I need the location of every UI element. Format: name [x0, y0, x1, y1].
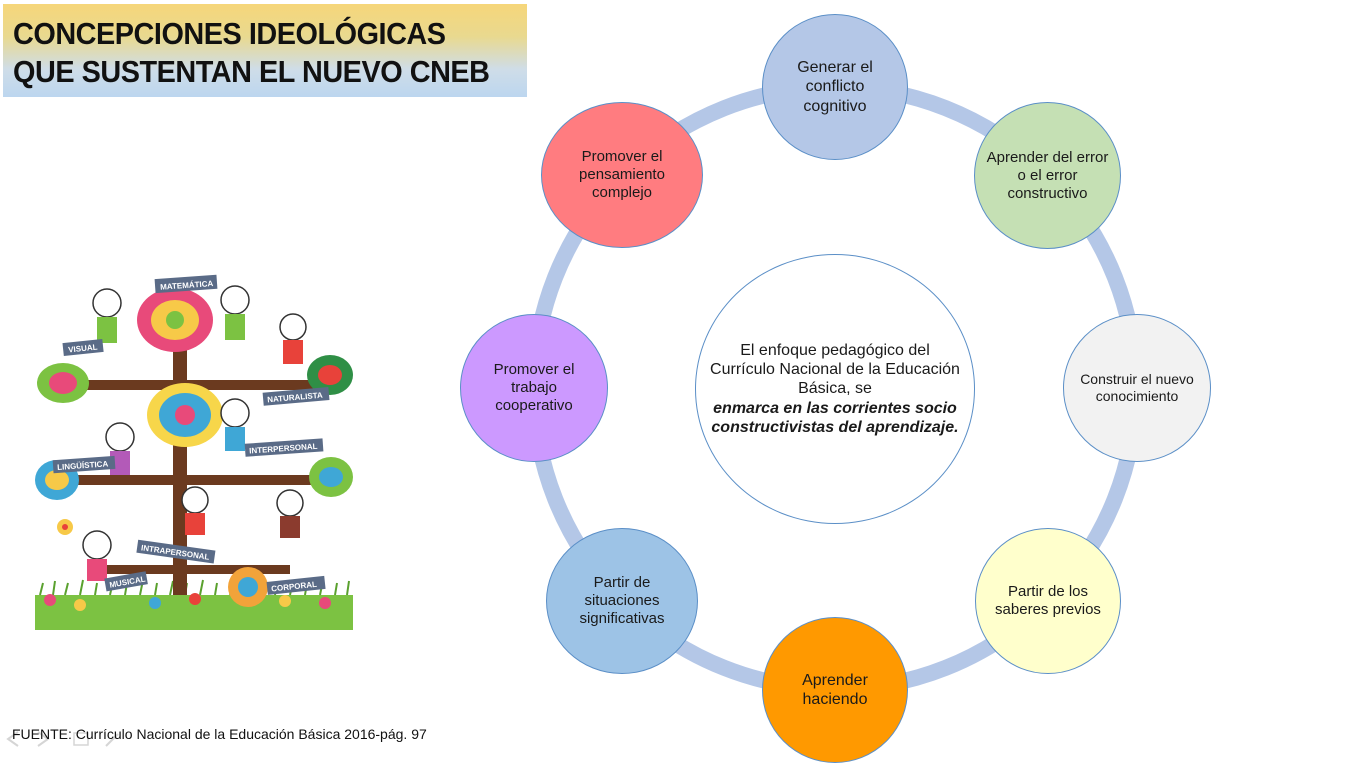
- node-label: Generar el conflicto cognitivo: [797, 59, 873, 115]
- center-text: El enfoque pedagógico del Currículo Naci…: [710, 342, 960, 398]
- node-conflicto-cognitivo: Generar el conflicto cognitivo: [762, 14, 908, 160]
- menu-icon: [73, 732, 89, 746]
- pen-icon: [105, 733, 119, 747]
- node-label: Promover el trabajo cooperativo: [493, 361, 575, 414]
- label-visual: VISUAL: [68, 343, 98, 355]
- title-line-2: QUE SUSTENTAN EL NUEVO CNEB: [13, 54, 490, 89]
- multiple-intelligences-illustration: MATEMÁTICA VISUAL NATURALISTA INTERPERSO…: [35, 265, 353, 630]
- node-label: Aprender del error o el error constructi…: [986, 148, 1109, 202]
- label-linguistica: LINGÜÍSTICA: [57, 459, 109, 472]
- slide-nav-controls[interactable]: [4, 728, 124, 750]
- previous-arrow-icon: [6, 731, 19, 747]
- node-saberes-previos: Partir de los saberes previos: [975, 528, 1121, 674]
- title-line-1: CONCEPCIONES IDEOLÓGICAS: [13, 16, 446, 51]
- node-label: Aprender haciendo: [802, 671, 868, 708]
- node-label: Partir de situaciones significativas: [579, 574, 665, 627]
- node-construir-conocimiento: Construir el nuevo conocimiento: [1063, 314, 1211, 462]
- node-label: Construir el nuevo conocimiento: [1080, 371, 1194, 404]
- next-arrow-icon: [37, 731, 50, 747]
- node-label: Promover el pensamiento complejo: [579, 148, 665, 201]
- center-circle: El enfoque pedagógico del Currículo Naci…: [695, 254, 975, 524]
- label-matematica: MATEMÁTICA: [160, 279, 214, 292]
- title-banner: CONCEPCIONES IDEOLÓGICAS QUE SUSTENTAN E…: [3, 4, 527, 97]
- node-trabajo-cooperativo: Promover el trabajo cooperativo: [460, 314, 608, 462]
- center-text-emphasis: enmarca en las corrientes socio construc…: [711, 399, 959, 436]
- node-label: Partir de los saberes previos: [995, 583, 1101, 618]
- source-citation: FUENTE: Currículo Nacional de la Educaci…: [12, 726, 427, 742]
- node-pensamiento-complejo: Promover el pensamiento complejo: [541, 102, 703, 248]
- node-aprender-haciendo: Aprender haciendo: [762, 617, 908, 763]
- node-aprender-del-error: Aprender del error o el error constructi…: [974, 102, 1121, 249]
- node-situaciones-significativas: Partir de situaciones significativas: [546, 528, 698, 674]
